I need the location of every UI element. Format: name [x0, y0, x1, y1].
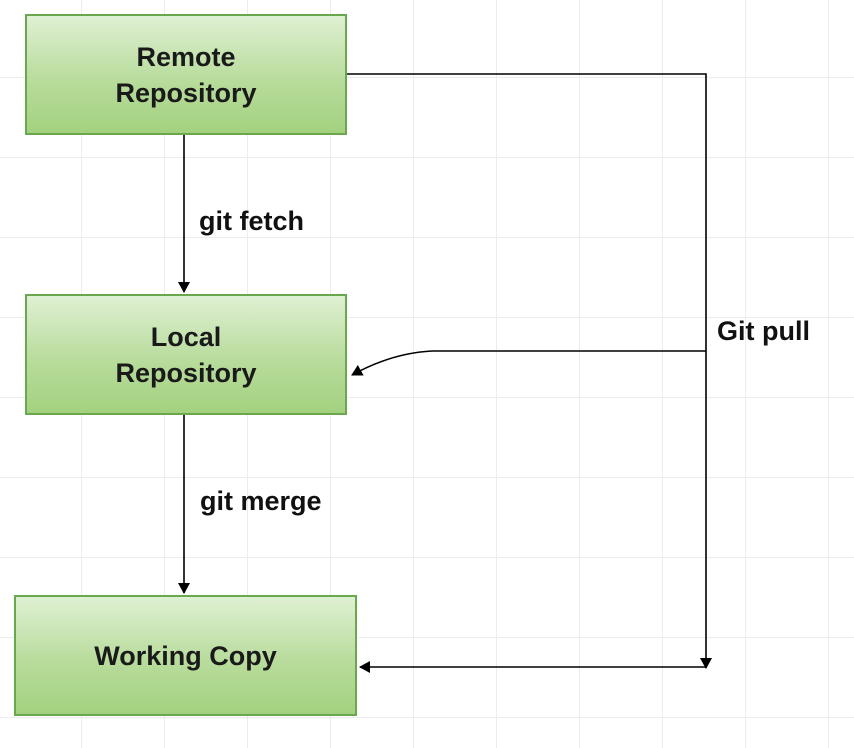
remote-repository-node[interactable]: Remote Repository	[25, 14, 347, 135]
git-pull-label: Git pull	[717, 316, 810, 346]
pull-to-local-arrow	[351, 350, 706, 376]
git-fetch-label: git fetch	[199, 206, 304, 236]
local-repository-label: Local Repository	[115, 321, 257, 388]
pull-path-line	[347, 73, 712, 669]
working-copy-node[interactable]: Working Copy	[14, 595, 357, 716]
working-copy-label: Working Copy	[94, 640, 277, 671]
remote-repository-label: Remote Repository	[115, 41, 257, 108]
git-merge-label: git merge	[200, 486, 322, 516]
local-repository-node[interactable]: Local Repository	[25, 294, 347, 415]
